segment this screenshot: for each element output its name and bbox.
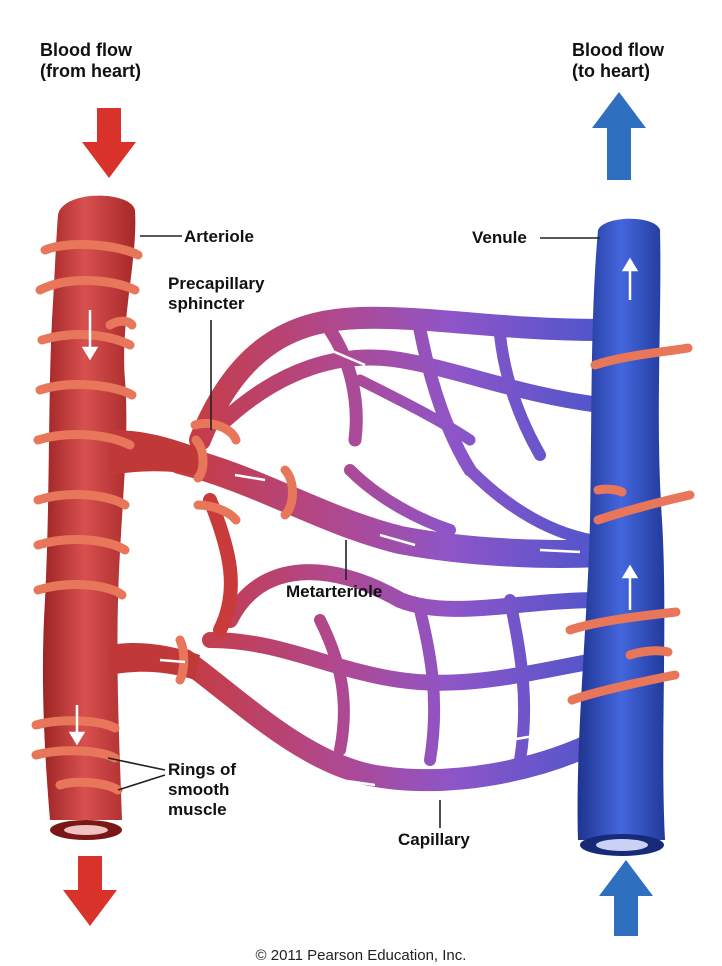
leader-lines [107, 235, 600, 828]
metarteriole-label: Metarteriole [286, 582, 383, 601]
arrow-in-top [82, 108, 136, 178]
rings-line1: Rings of [168, 760, 236, 779]
flow-arrows-internal [68, 257, 639, 787]
flow-in-line1: Blood flow [40, 40, 132, 60]
capillary-network [166, 306, 614, 792]
flow-out-line1: Blood flow [572, 40, 664, 60]
rings-line3: muscle [168, 800, 227, 819]
arteriole-vessel [42, 195, 205, 840]
arrow-down-bottom-left [63, 856, 117, 926]
arrow-out-top [592, 92, 646, 180]
capillary-label: Capillary [398, 830, 470, 849]
flow-out-line2: (to heart) [572, 61, 650, 81]
rings-of-smooth-muscle-label: Rings of smooth muscle [168, 760, 236, 820]
arteriole-label: Arteriole [184, 227, 254, 246]
copyright-text: © 2011 Pearson Education, Inc. [255, 947, 467, 964]
precap-line1: Precapillary [168, 274, 265, 293]
precapillary-sphincter-label: Precapillary sphincter [168, 274, 264, 314]
precap-line2: sphincter [168, 294, 245, 313]
rings-line2: smooth [168, 780, 230, 799]
arrow-up-bottom-right [599, 860, 653, 936]
venule-vessel [577, 218, 665, 856]
smooth-muscle-rings [31, 240, 695, 795]
flow-in-line2: (from heart) [40, 61, 142, 81]
flow-out-label: Blood flow (to heart) [572, 40, 664, 82]
venule-label: Venule [472, 228, 527, 247]
flow-in-label: Blood flow (from heart) [40, 40, 141, 82]
